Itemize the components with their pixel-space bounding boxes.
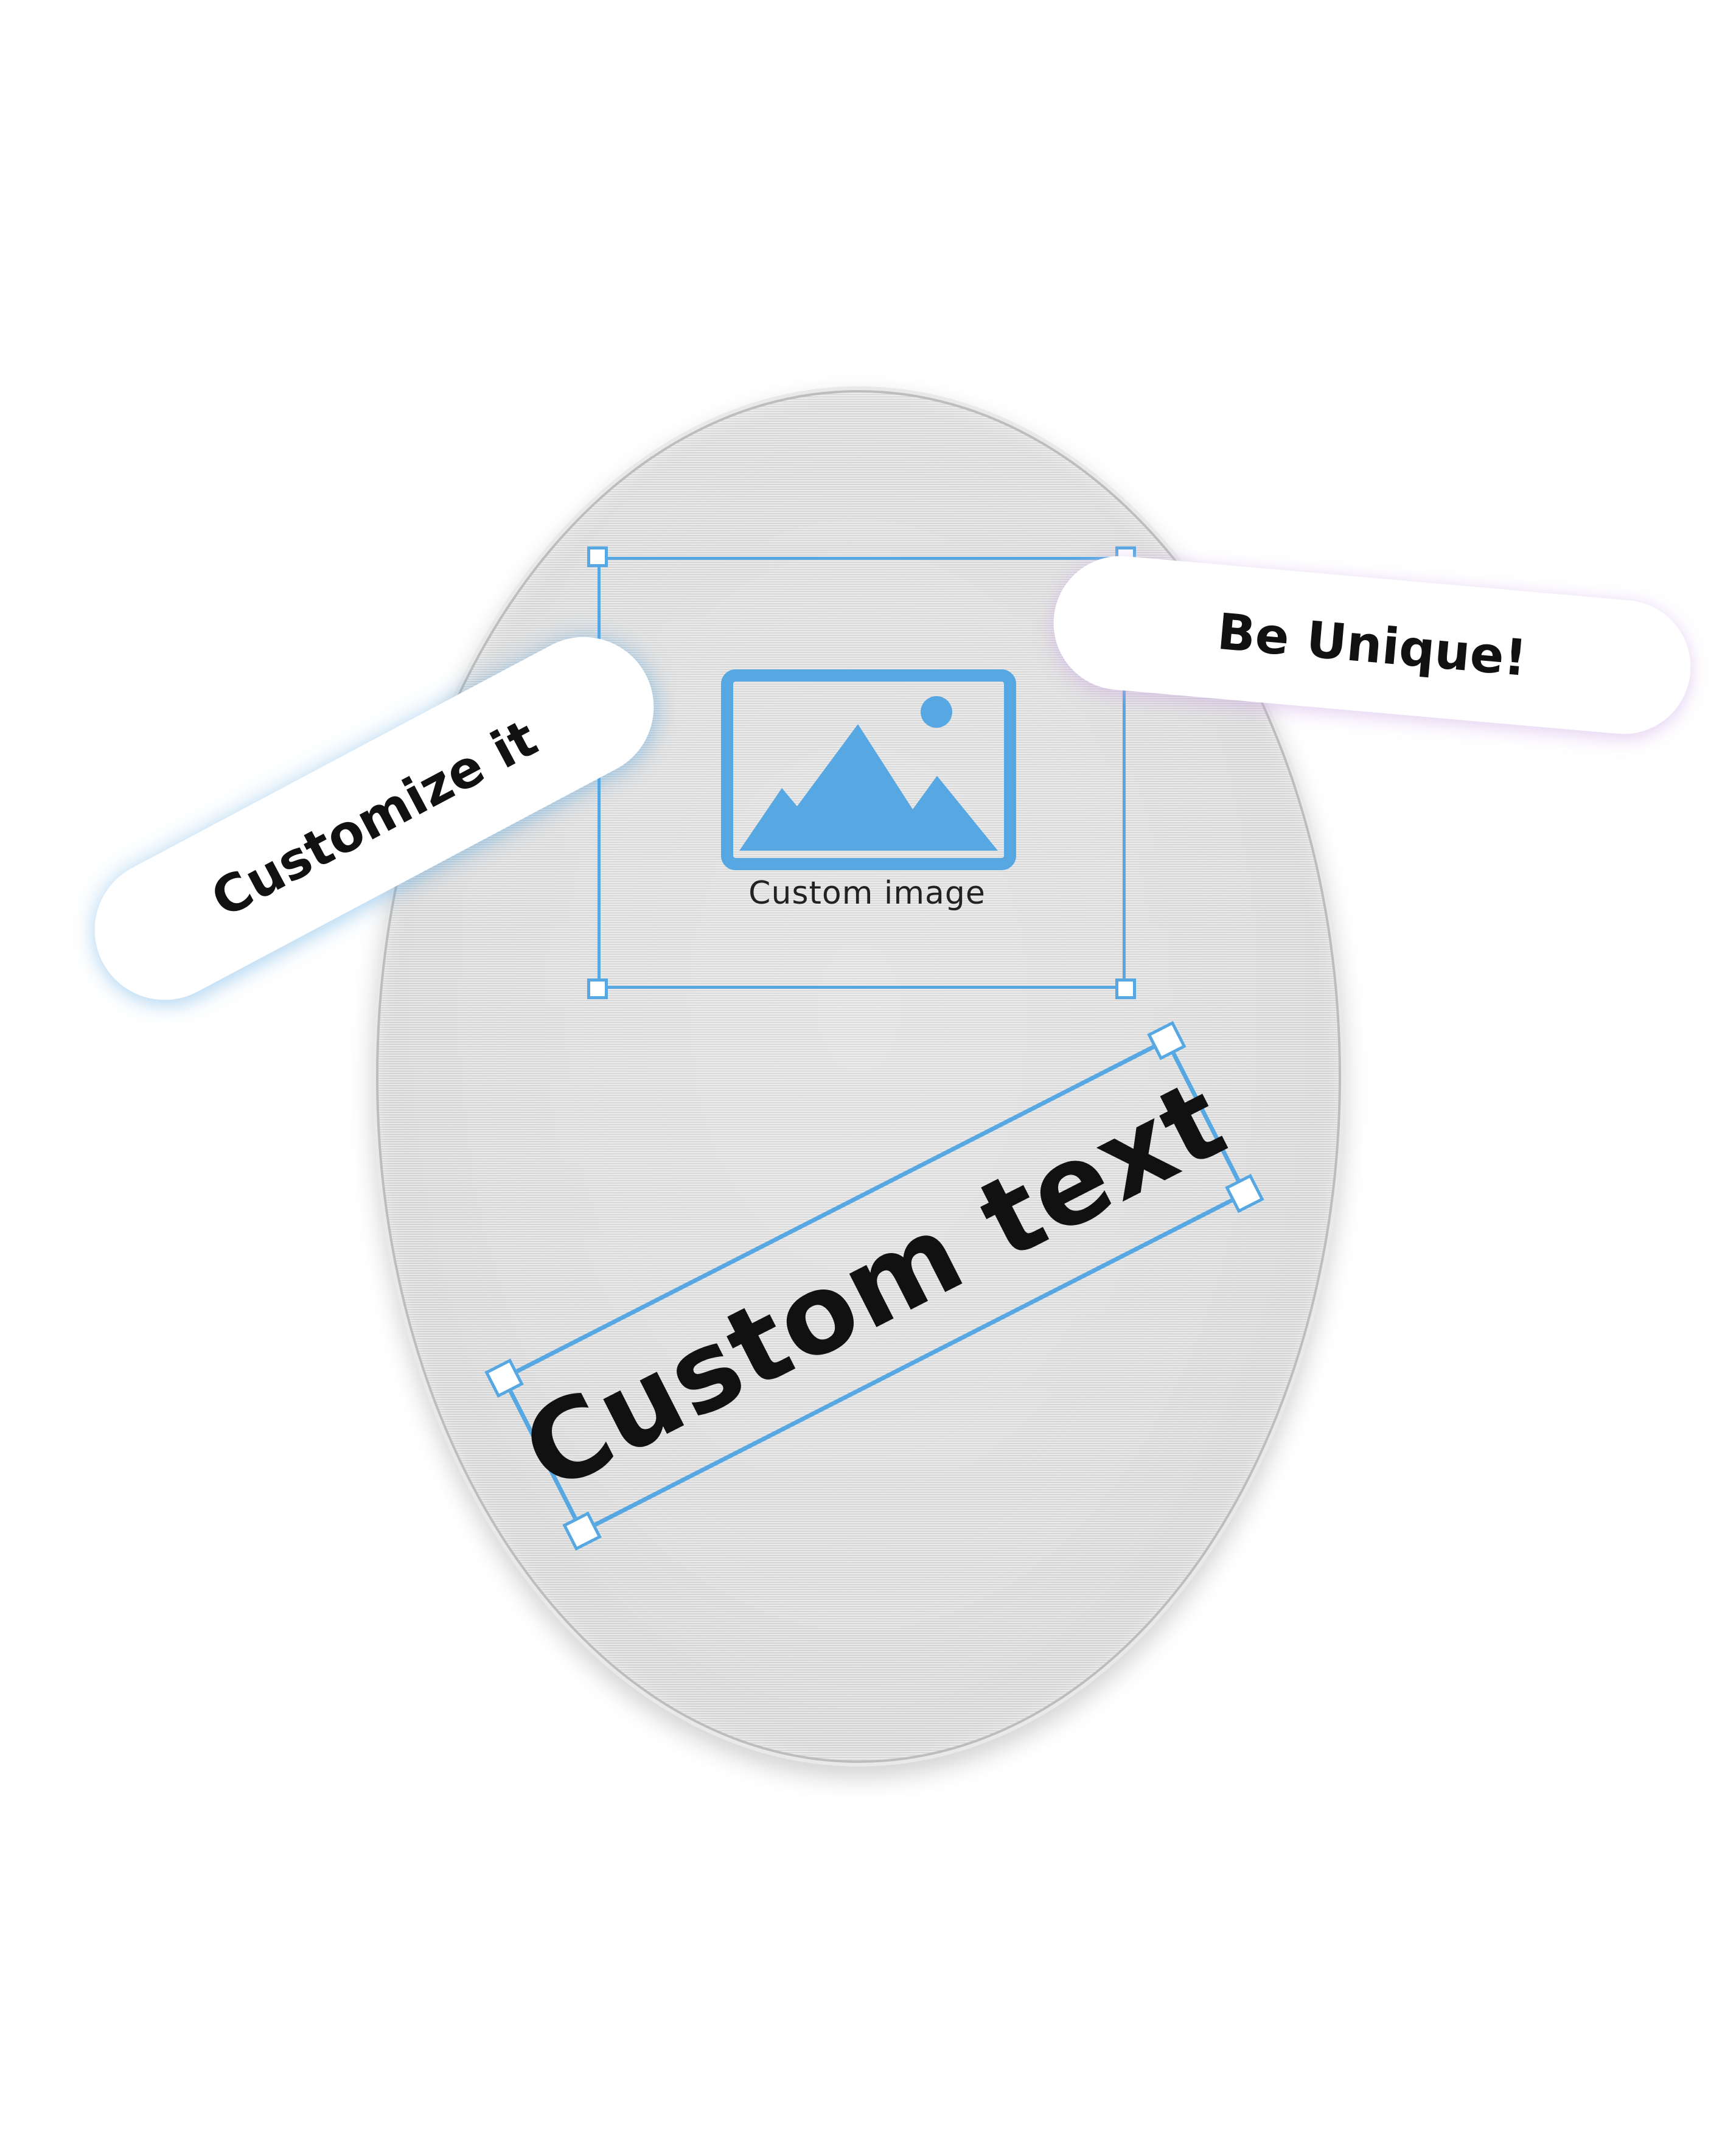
image-caption: Custom image <box>748 875 986 912</box>
resize-handle-bottom-left[interactable] <box>587 979 608 999</box>
resize-handle-bottom-right[interactable] <box>1115 979 1136 999</box>
image-icon <box>721 669 1016 870</box>
be-unique-label: Be Unique! <box>1214 602 1530 688</box>
resize-handle-top-left[interactable] <box>587 546 608 567</box>
